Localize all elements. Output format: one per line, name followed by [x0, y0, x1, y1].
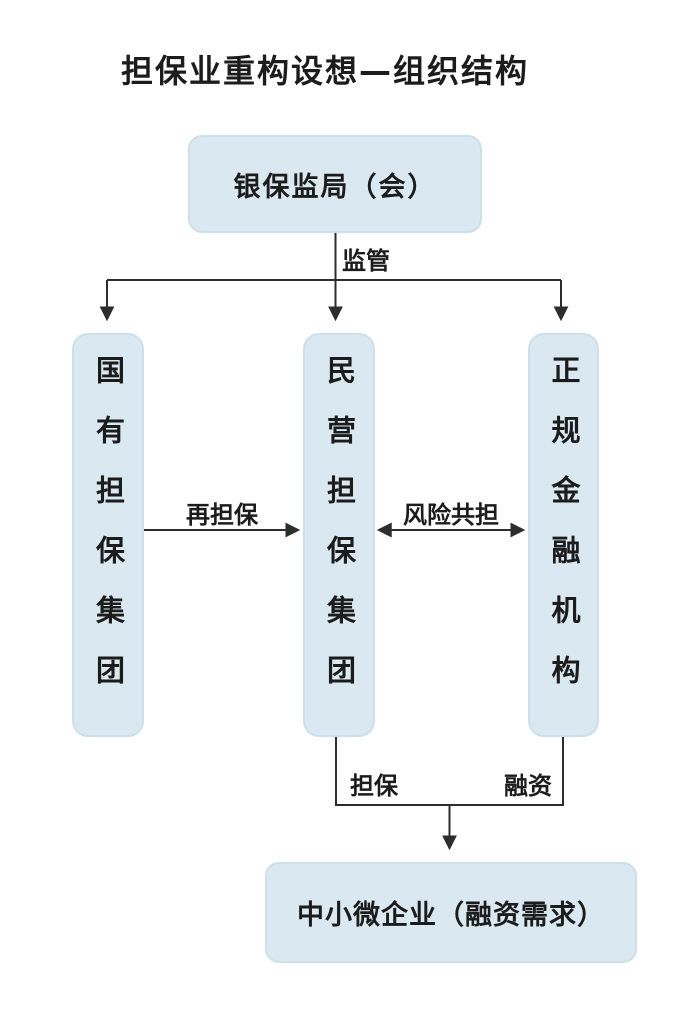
label-financing: 融资 [504, 772, 552, 800]
label-supervision: 监管 [342, 247, 390, 275]
label-guarantee: 担保 [350, 772, 398, 800]
node-regulator-label: 银保监局（会） [233, 171, 437, 203]
diagram-title: 担保业重构设想—组织结构 [120, 52, 529, 90]
node-regulator: 银保监局（会） [188, 135, 482, 233]
node-formal-finance-label: 正规金融机构 [547, 355, 581, 715]
node-private-group-label: 民营担保集团 [322, 355, 357, 715]
label-risk-sharing: 风险共担 [403, 501, 499, 529]
node-sme-financing-demand: 中小微企业（融资需求） [265, 862, 637, 963]
node-private-guarantee-group: 民营担保集团 [303, 333, 375, 737]
label-re-guarantee: 再担保 [186, 501, 258, 529]
node-state-owned-label: 国有担保集团 [91, 355, 126, 715]
node-state-owned-guarantee-group: 国有担保集团 [72, 333, 144, 737]
node-formal-financial-institutions: 正规金融机构 [528, 333, 599, 737]
node-sme-label: 中小微企业（融资需求） [297, 900, 605, 931]
